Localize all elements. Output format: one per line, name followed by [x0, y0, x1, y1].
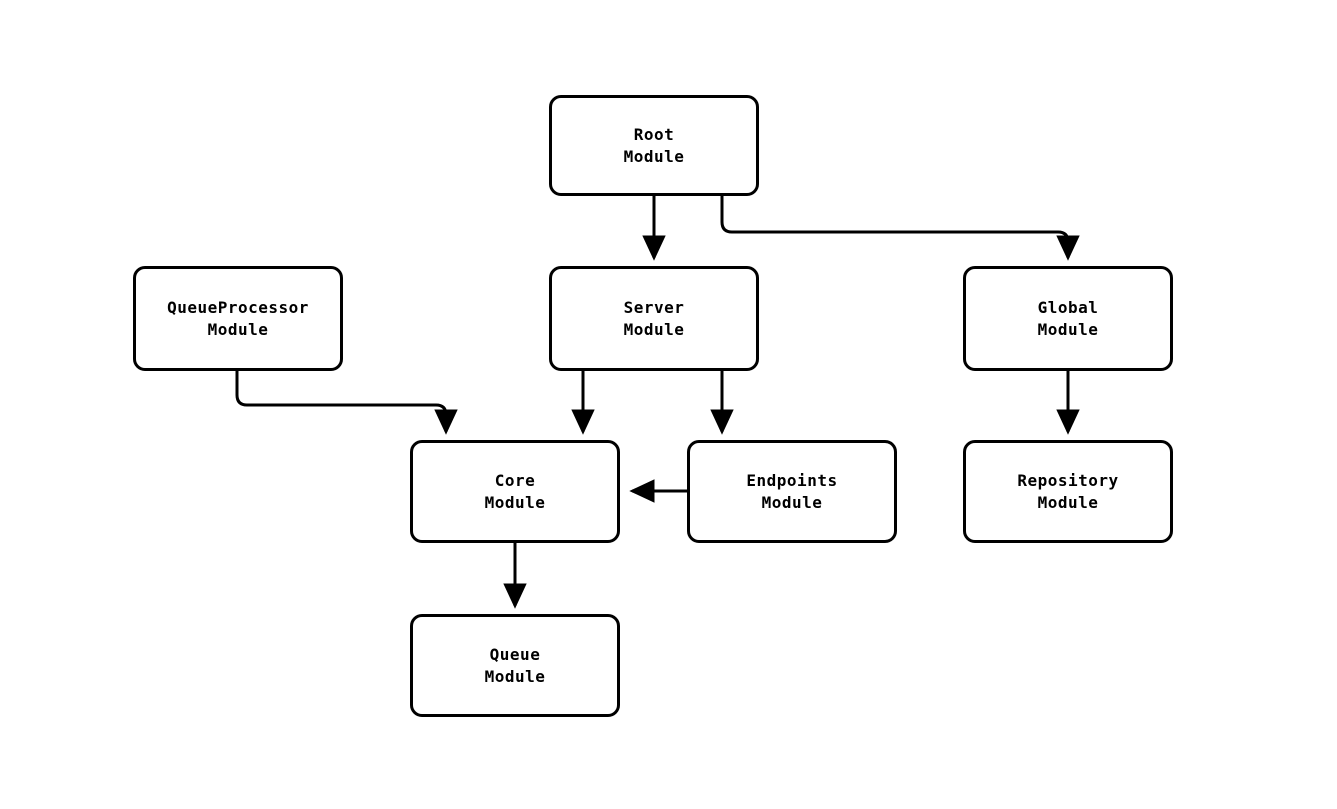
node-core-module-label: Core Module	[484, 470, 546, 512]
node-endpoints-module[interactable]: Endpoints Module	[687, 440, 897, 543]
edge-queueprocessor-to-core	[235, 371, 458, 435]
node-server-module[interactable]: Server Module	[549, 266, 759, 371]
node-queueprocessor-module[interactable]: QueueProcessor Module	[133, 266, 343, 371]
node-root-module-label: Root Module	[623, 124, 685, 166]
node-queue-module-label: Queue Module	[484, 644, 546, 686]
node-queueprocessor-module-label: QueueProcessor Module	[167, 297, 309, 339]
node-root-module[interactable]: Root Module	[549, 95, 759, 196]
node-repository-module-label: Repository Module	[1017, 470, 1119, 512]
node-queue-module[interactable]: Queue Module	[410, 614, 620, 717]
edge-root-to-global	[720, 196, 1080, 261]
node-server-module-label: Server Module	[623, 297, 685, 339]
node-endpoints-module-label: Endpoints Module	[746, 470, 838, 512]
node-global-module-label: Global Module	[1037, 297, 1099, 339]
node-global-module[interactable]: Global Module	[963, 266, 1173, 371]
node-repository-module[interactable]: Repository Module	[963, 440, 1173, 543]
node-core-module[interactable]: Core Module	[410, 440, 620, 543]
